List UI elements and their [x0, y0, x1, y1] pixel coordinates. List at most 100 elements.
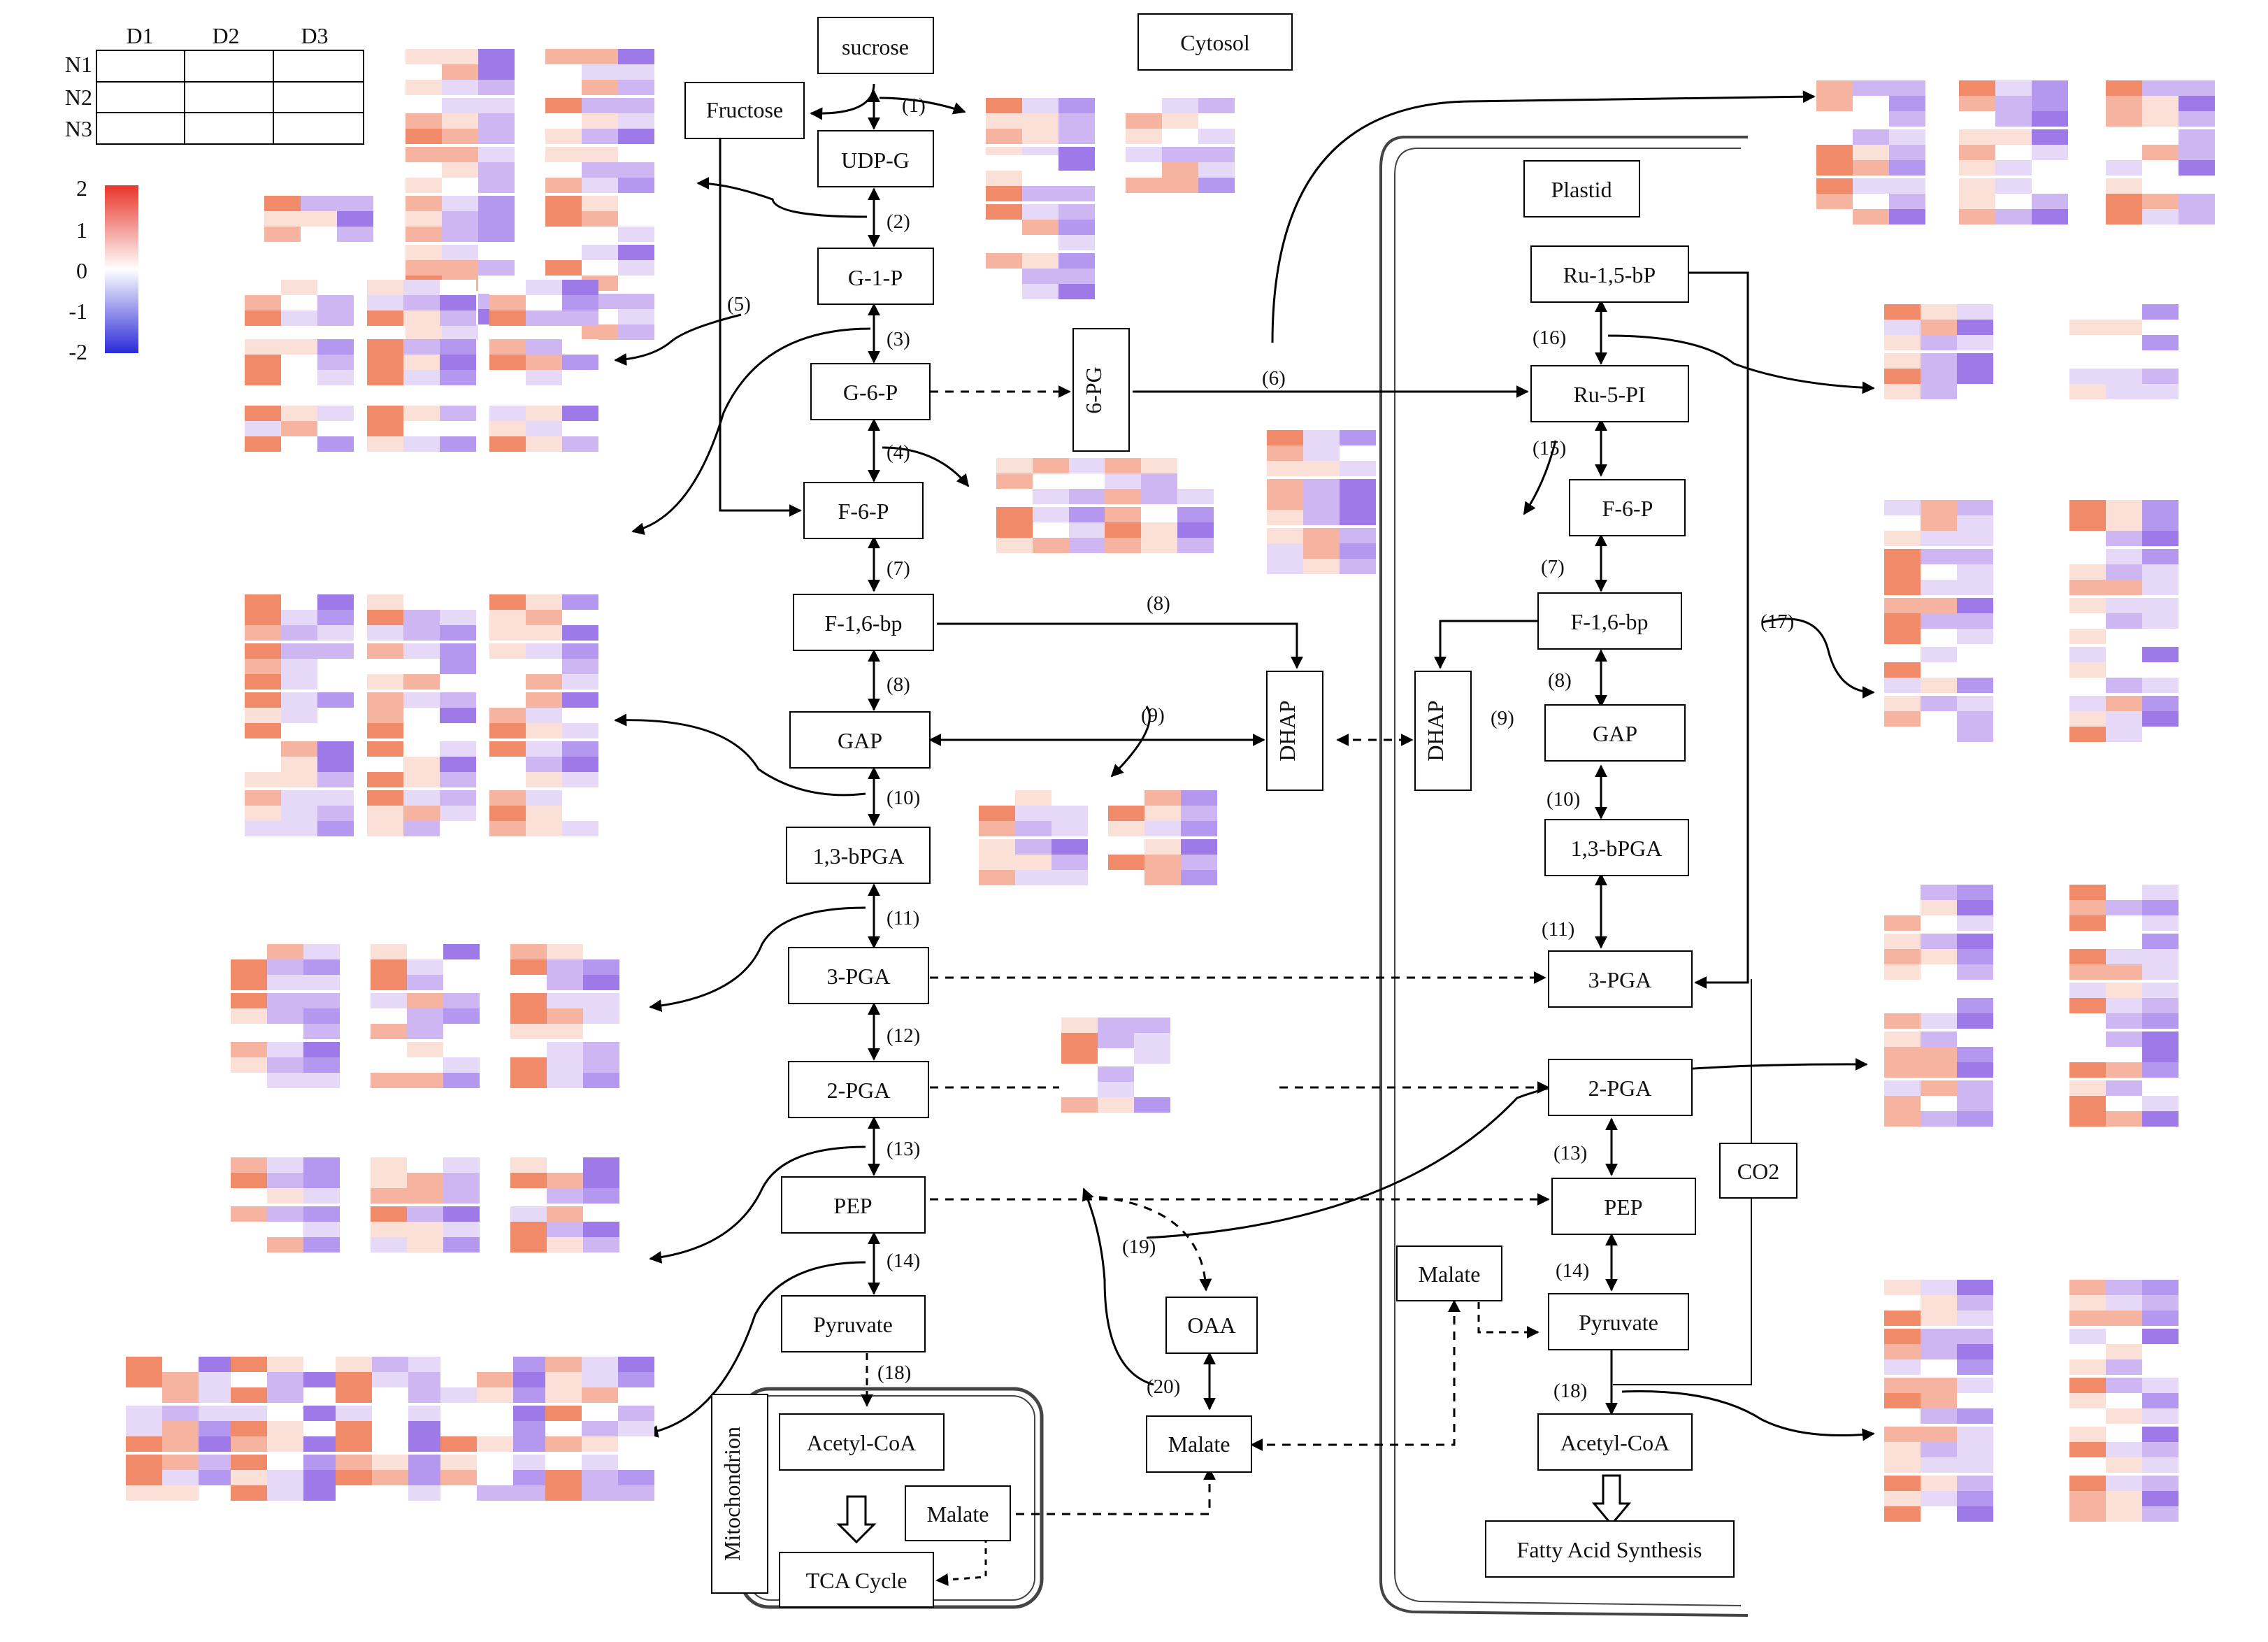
node-plastid-f16bp: F-1,6-bp — [1570, 609, 1648, 634]
heatmap-cell — [1144, 855, 1181, 870]
heatmap-cell — [526, 692, 562, 708]
heatmap-cell — [1884, 549, 1921, 564]
heatmap-cell — [582, 147, 618, 162]
heatmap-cell — [2142, 1344, 2179, 1359]
heatmap-cell — [231, 993, 267, 1008]
heatmap-cell — [336, 1485, 372, 1501]
heatmap-cell — [1995, 145, 2032, 160]
heatmap-cell — [618, 324, 654, 340]
heatmap-cell — [1957, 1408, 1993, 1424]
heatmap-cell — [1162, 178, 1198, 193]
heatmap-cell — [403, 821, 440, 836]
heatmap-cell — [267, 959, 303, 975]
heatmap-cell — [440, 1387, 477, 1403]
heatmap-cell — [367, 772, 403, 787]
heatmap-cell — [477, 1387, 513, 1403]
heatmap-cell — [371, 993, 407, 1008]
heatmap-cell — [231, 1406, 267, 1421]
heatmap-cell — [2179, 80, 2215, 96]
heatmap-cell — [2069, 598, 2106, 613]
heatmap-cell — [2142, 549, 2179, 564]
heatmap-cell — [618, 309, 654, 324]
heatmap-cell — [1141, 507, 1177, 522]
heatmap-cell — [231, 1421, 267, 1436]
heatmap-cell — [2142, 727, 2179, 742]
heatmap-cell — [281, 406, 317, 421]
node-pyruvate: Pyruvate — [813, 1312, 893, 1337]
heatmap-cell — [367, 643, 403, 659]
node-plastid-3pga: 3-PGA — [1588, 967, 1652, 992]
heatmap-cell — [317, 370, 354, 385]
heatmap-cell — [2142, 304, 2179, 320]
key-col-d1: D1 — [126, 23, 153, 48]
heatmap-cell — [407, 944, 443, 959]
heatmap-cell — [317, 280, 354, 295]
heatmap-cell — [267, 975, 303, 990]
heatmap-hm-step5-8 — [489, 406, 598, 452]
scale-tick-1: 1 — [76, 217, 87, 243]
heatmap-cell — [317, 421, 354, 436]
heatmap-cell — [986, 171, 1022, 186]
heatmap-cell — [2069, 1393, 2106, 1408]
heatmap-cell — [231, 1222, 267, 1237]
heatmap-cell — [267, 944, 303, 959]
heatmap-cell — [1957, 384, 1993, 399]
heatmap-cell — [489, 421, 526, 436]
heatmap-cell — [199, 1485, 235, 1501]
heatmap-cell — [440, 310, 476, 326]
heatmap-cell — [336, 1387, 372, 1403]
heatmap-cell — [1816, 111, 1853, 127]
heatmap-cell — [267, 1436, 303, 1452]
heatmap-cell — [281, 625, 317, 641]
heatmap-cell — [618, 260, 654, 276]
heatmap-cell — [245, 723, 281, 738]
heatmap-cell — [1884, 500, 1921, 515]
heatmap-cell — [1921, 1031, 1957, 1047]
heatmap-cell — [407, 1042, 443, 1057]
heatmap-cell — [583, 975, 619, 990]
heatmap-cell — [582, 1455, 618, 1470]
heatmap-cell — [2142, 598, 2179, 613]
heatmap-cell — [1108, 855, 1144, 870]
heatmap-cell — [442, 196, 478, 211]
step-label-9: (9) — [1141, 704, 1165, 727]
heatmap-cell — [2142, 1013, 2179, 1029]
heatmap-cell — [1957, 964, 1993, 980]
heatmap-cell — [267, 1157, 303, 1173]
heatmap-cell — [407, 1008, 443, 1024]
heatmap-cell — [231, 1357, 267, 1372]
heatmap-cell — [440, 406, 476, 421]
heatmap-cell — [303, 1206, 340, 1222]
heatmap-cell — [372, 1470, 408, 1485]
node-dhap-plastid: DHAP — [1423, 700, 1448, 761]
heatmap-cell — [1303, 445, 1340, 461]
heatmap-cell — [545, 113, 582, 129]
heatmap-cell — [367, 625, 403, 641]
heatmap-cell — [618, 147, 654, 162]
heatmap-cell — [562, 594, 598, 610]
heatmap-cell — [2106, 900, 2142, 915]
heatmap-cell — [317, 806, 354, 821]
heatmap-cell — [407, 975, 443, 990]
heatmap-cell — [1134, 1033, 1170, 1048]
heatmap-cell — [281, 806, 317, 821]
heatmap-cell — [562, 821, 598, 836]
node-plastid-gap: GAP — [1593, 721, 1637, 746]
heatmap-cell — [440, 295, 476, 310]
heatmap-cell — [2179, 129, 2215, 145]
heatmap-cell — [1921, 564, 1957, 580]
heatmap-cell — [405, 211, 442, 227]
heatmap-cell — [510, 1042, 547, 1057]
heatmap-hm-step16-0 — [1884, 304, 1993, 399]
heatmap-cell — [478, 64, 515, 80]
heatmap-cell — [1853, 160, 1889, 176]
heatmap-cell — [303, 1421, 340, 1436]
heatmap-cell — [1957, 885, 1993, 900]
heatmap-cell — [513, 1470, 550, 1485]
heatmap-cell — [2106, 531, 2142, 546]
heatmap-cell — [1889, 160, 1925, 176]
heatmap-hm-step11-2 — [510, 944, 619, 1088]
heatmap-cell — [231, 1387, 267, 1403]
heatmap-cell — [2142, 335, 2179, 350]
heatmap-cell — [443, 1188, 480, 1204]
